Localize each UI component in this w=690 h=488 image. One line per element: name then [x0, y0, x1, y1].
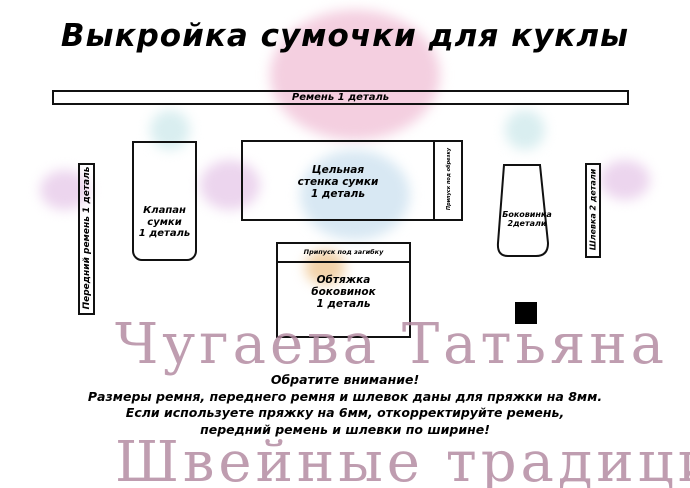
flower-decoration [600, 160, 650, 200]
wall-label-line: Цельная [311, 164, 365, 176]
bag-wall-piece: Цельная стенка сумки 1 деталь Припуск по… [241, 140, 463, 221]
side-cover-piece: Припуск под загибку Обтяжка боковинок 1 … [276, 242, 411, 338]
flap-label-line: 1 деталь [138, 228, 191, 239]
flower-decoration [300, 150, 410, 240]
notice-line: передний ремень и шлевки по ширине! [200, 421, 490, 437]
wall-allowance-label: Припуск под обрезку [446, 147, 452, 211]
flap-label: Клапан сумки 1 деталь [134, 205, 195, 240]
side-label-line: 2детали [507, 219, 547, 229]
wall-label-line: 1 деталь [310, 188, 366, 201]
cover-allowance-divider [278, 261, 409, 263]
notice-line: Если используете пряжку на 6мм, откоррек… [125, 405, 565, 420]
side-panel-outline [496, 164, 550, 257]
cover-allowance-label: Припуск под загибку [303, 248, 384, 256]
bell-decoration [305, 250, 345, 285]
cover-label-line: Обтяжка [316, 274, 371, 286]
notice-heading: Обратите внимание! [270, 372, 420, 387]
flower-decoration [200, 160, 260, 210]
notice-line: Размеры ремня, переднего ремня и шлевок … [87, 388, 603, 404]
wall-label: Цельная стенка сумки 1 деталь [243, 164, 433, 200]
strap-label: Ремень 1 деталь [291, 92, 390, 103]
side-panel-label: Боковинка 2детали [490, 210, 564, 228]
loop-label: Шлевка 2 детали [588, 168, 598, 251]
watermark-author: Чугаева Татьяна [115, 312, 669, 377]
front-strap-label: Передний ремень 1 деталь [82, 166, 92, 310]
loop-piece: Шлевка 2 детали [585, 163, 601, 258]
page-title: Выкройка сумочки для куклы [60, 18, 630, 54]
flower-decoration [40, 170, 90, 210]
flap-piece: Клапан сумки 1 деталь [132, 141, 197, 261]
strap-piece: Ремень 1 деталь [52, 90, 629, 105]
black-square-marker [515, 302, 537, 324]
front-strap-piece: Передний ремень 1 деталь [78, 163, 95, 315]
notice-text: Обратите внимание! Размеры ремня, передн… [0, 372, 690, 438]
side-panel-piece [496, 164, 550, 257]
wall-label-line: стенка сумки [297, 176, 379, 189]
cover-label: Обтяжка боковинок 1 деталь [278, 274, 409, 310]
cover-label-line: боковинок [311, 286, 376, 299]
side-label-line: Боковинка [502, 210, 552, 219]
flower-decoration [505, 110, 545, 150]
cover-label-line: 1 деталь [316, 298, 371, 311]
wall-allowance-divider [433, 142, 435, 219]
flap-label-line: Клапан [143, 205, 186, 216]
flower-decoration [150, 110, 190, 150]
flap-label-line: сумки [147, 216, 182, 228]
flower-decoration [270, 10, 440, 140]
watermark-brand: Швейные традиции [115, 430, 690, 488]
